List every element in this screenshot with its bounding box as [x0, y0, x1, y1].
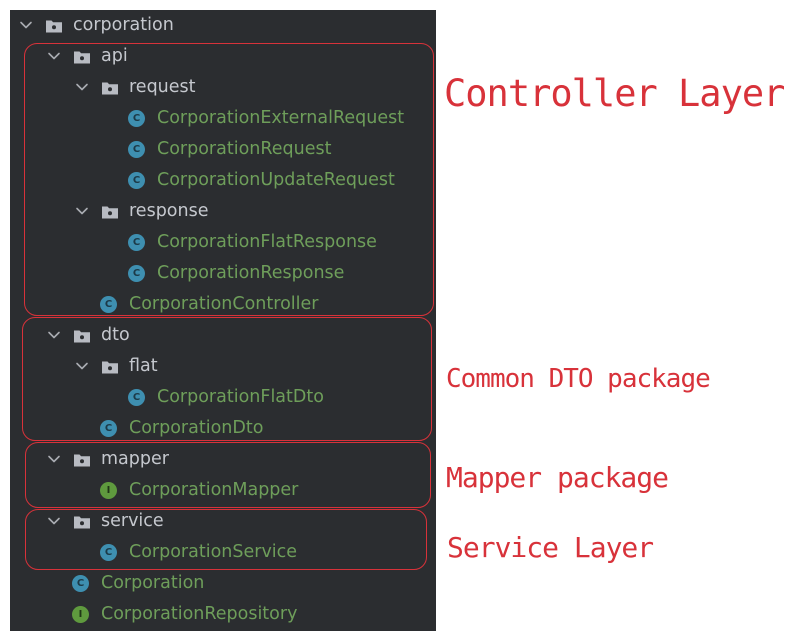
package-folder-icon: [73, 452, 90, 468]
tree-row-corporationflatdto[interactable]: C CorporationFlatDto: [10, 382, 436, 413]
package-folder-icon: [73, 514, 90, 530]
chevron-down-icon[interactable]: [74, 358, 90, 374]
chevron-down-icon[interactable]: [46, 513, 62, 529]
class-icon: C: [100, 544, 117, 561]
interface-icon: I: [72, 606, 89, 623]
tree-row-api[interactable]: api: [10, 41, 436, 72]
class-icon: C: [128, 265, 145, 282]
service-layer-box: [25, 509, 427, 570]
chevron-down-icon[interactable]: [74, 79, 90, 95]
chevron-down-icon[interactable]: [46, 48, 62, 64]
package-folder-icon: [101, 80, 118, 96]
tree-row-corporationcontroller[interactable]: C CorporationController: [10, 289, 436, 320]
tree-row-corporationupdaterequest[interactable]: C CorporationUpdateRequest: [10, 165, 436, 196]
service-layer-annotation: Service Layer: [447, 531, 654, 564]
tree-row-corporationexternalrequest[interactable]: C CorporationExternalRequest: [10, 103, 436, 134]
tree-row-service[interactable]: service: [10, 506, 436, 537]
interface-icon: I: [100, 482, 117, 499]
tree-item-label: flat: [129, 356, 158, 376]
tree-item-label: corporation: [73, 15, 174, 35]
tree-item-label: dto: [101, 325, 130, 345]
tree-row-corporationflatresponse[interactable]: C CorporationFlatResponse: [10, 227, 436, 258]
tree-row-dto[interactable]: dto: [10, 320, 436, 351]
tree-item-label: CorporationExternalRequest: [157, 108, 405, 128]
common-dto-package-box: [22, 317, 432, 441]
chevron-down-icon[interactable]: [46, 327, 62, 343]
tree-item-label: Corporation: [101, 573, 205, 593]
class-icon: C: [128, 234, 145, 251]
controller-layer-box: [24, 43, 434, 316]
tree-row-corporationmapper[interactable]: I CorporationMapper: [10, 475, 436, 506]
tree-item-label: CorporationResponse: [157, 263, 345, 283]
tree-item-label: CorporationService: [129, 542, 298, 562]
class-icon: C: [128, 141, 145, 158]
tree-row-corporationresponse[interactable]: C CorporationResponse: [10, 258, 436, 289]
package-folder-icon: [45, 18, 62, 34]
tree-item-label: CorporationFlatDto: [157, 387, 324, 407]
chevron-down-icon[interactable]: [46, 451, 62, 467]
tree-row-corporationrequest[interactable]: C CorporationRequest: [10, 134, 436, 165]
class-icon: C: [128, 389, 145, 406]
common-dto-package-annotation: Common DTO package: [446, 364, 711, 394]
mapper-package-box: [25, 442, 431, 508]
package-folder-icon: [73, 328, 90, 344]
mapper-package-annotation: Mapper package: [446, 461, 669, 494]
tree-row-corporationdto[interactable]: C CorporationDto: [10, 413, 436, 444]
tree-item-label: service: [101, 511, 164, 531]
tree-item-label: CorporationDto: [129, 418, 264, 438]
tree-row-flat[interactable]: flat: [10, 351, 436, 382]
controller-layer-annotation: Controller Layer: [444, 72, 785, 115]
chevron-down-icon[interactable]: [18, 17, 34, 33]
tree-item-label: CorporationMapper: [129, 480, 299, 500]
tree-item-label: api: [101, 46, 128, 66]
tree-item-label: CorporationRepository: [101, 604, 298, 624]
tree-item-label: mapper: [101, 449, 169, 469]
class-icon: C: [128, 172, 145, 189]
tree-item-label: CorporationUpdateRequest: [157, 170, 395, 190]
tree-item-label: CorporationRequest: [157, 139, 332, 159]
class-icon: C: [100, 420, 117, 437]
tree-row-request[interactable]: request: [10, 72, 436, 103]
tree-item-label: request: [129, 77, 196, 97]
tree-row-corporationrepository[interactable]: I CorporationRepository: [10, 599, 436, 630]
tree-item-label: CorporationController: [129, 294, 319, 314]
class-icon: C: [128, 110, 145, 127]
package-folder-icon: [73, 49, 90, 65]
tree-item-label: response: [129, 201, 209, 221]
chevron-down-icon[interactable]: [74, 203, 90, 219]
tree-row-corporationservice[interactable]: C CorporationService: [10, 537, 436, 568]
class-icon: C: [100, 296, 117, 313]
tree-item-label: CorporationFlatResponse: [157, 232, 377, 252]
tree-row-corporation[interactable]: C Corporation: [10, 568, 436, 599]
class-icon: C: [72, 575, 89, 592]
tree-row-mapper[interactable]: mapper: [10, 444, 436, 475]
tree-row-response[interactable]: response: [10, 196, 436, 227]
tree-row-corporation[interactable]: corporation: [10, 10, 436, 41]
package-folder-icon: [101, 204, 118, 220]
package-folder-icon: [101, 359, 118, 375]
